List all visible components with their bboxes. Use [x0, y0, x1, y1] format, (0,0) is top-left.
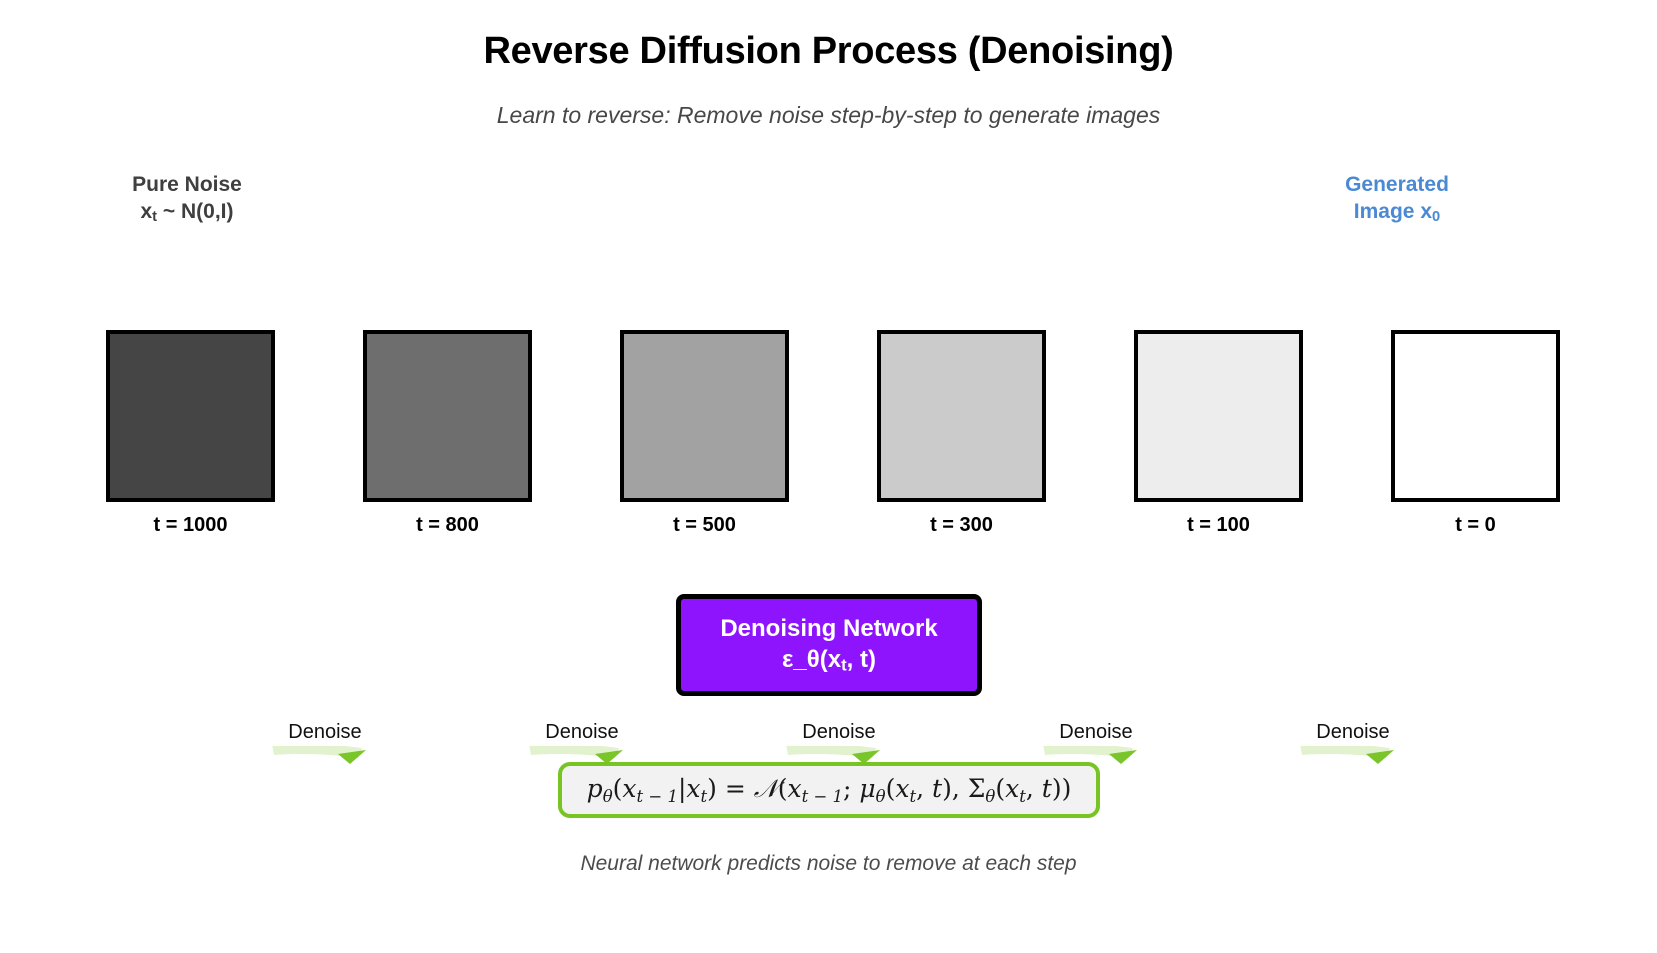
eq-x-4: x: [895, 774, 910, 804]
diffusion-timeline: t = 1000 t = 800 t = 500 t = 300 t = 100 t = …: [0, 330, 1657, 764]
page-subtitle: Learn to reverse: Remove noise step-by-s…: [496, 102, 1161, 128]
eq-mu: μ: [859, 774, 876, 804]
pure-noise-subscript: t: [152, 209, 158, 226]
eq-sub-4: t: [909, 786, 917, 806]
timestep-label-300: t = 300: [930, 514, 993, 536]
eq-open-2: (: [777, 774, 788, 804]
eq-close-3: )): [1051, 774, 1072, 804]
net-formula-subscript: t: [841, 656, 847, 676]
net-formula-suffix: , t): [846, 646, 876, 674]
eq-comma-1: ,: [916, 774, 933, 804]
arrow-icon: [1300, 743, 1394, 764]
eq-open-3: (: [885, 774, 896, 804]
net-formula-prefix: ε_θ(x: [782, 646, 842, 674]
eq-x-3: x: [787, 774, 802, 804]
eq-p: p: [586, 774, 603, 804]
eq-t-1: t: [932, 774, 943, 804]
denoise-arrow-5: Denoise: [1294, 720, 1412, 780]
denoise-arrow-label: Denoise: [1294, 720, 1412, 746]
denoising-network-title: Denoising Network: [720, 614, 938, 642]
noise-swatch-800: [363, 330, 532, 502]
denoising-network-box[interactable]: Denoising Network ε_θ(xt, t): [676, 594, 982, 696]
denoise-arrow-label: Denoise: [780, 720, 898, 746]
arrow-icon: [1043, 743, 1137, 764]
eq-sub-1: t − 1: [636, 786, 678, 806]
noise-swatch-1000: [106, 330, 275, 502]
eq-sub-3: t − 1: [801, 786, 844, 806]
eq-sigma: Σ: [967, 774, 986, 804]
eq-open-1: (: [612, 774, 623, 804]
noise-swatch-100: [1134, 330, 1303, 502]
denoise-arrow-4: Denoise: [1037, 720, 1155, 780]
generated-line2: Image x0: [1262, 199, 1532, 227]
footer-caption: Neural network predicts noise to remove …: [580, 852, 1077, 875]
timestep-1000: t = 1000: [106, 330, 275, 537]
eq-theta-2: θ: [875, 786, 886, 806]
eq-comma-2: ,: [1025, 774, 1042, 804]
pure-noise-label: Pure Noise xt ~ N(0,I): [52, 172, 322, 227]
timestep-800: t = 800: [363, 330, 532, 537]
generated-line1: Generated: [1345, 173, 1449, 196]
denoise-arrow-label: Denoise: [1037, 720, 1155, 746]
noise-swatch-300: [877, 330, 1046, 502]
eq-equals: =: [716, 774, 754, 804]
denoise-arrow-1: Denoise: [266, 720, 384, 780]
eq-x-5: x: [1005, 774, 1020, 804]
timestep-label-800: t = 800: [416, 514, 479, 536]
timestep-0: t = 0: [1391, 330, 1560, 537]
pure-noise-line2: xt ~ N(0,I): [52, 199, 322, 227]
generated-x: Image x: [1353, 199, 1433, 223]
eq-close-1: ): [707, 774, 717, 804]
eq-x-1: x: [622, 774, 637, 804]
eq-sub-5: t: [1019, 786, 1026, 806]
eq-x-2: x: [686, 774, 701, 804]
reverse-process-equation: pθ(xt − 1|xt) = 𝒩(xt − 1; μθ(xt, t), Σθ(…: [558, 762, 1100, 818]
eq-semicolon: ;: [843, 774, 860, 804]
arrow-icon: [786, 743, 880, 764]
eq-bar: |: [677, 774, 687, 804]
timestep-label-1000: t = 1000: [153, 514, 228, 536]
timestep-100: t = 100: [1134, 330, 1303, 537]
timestep-label-500: t = 500: [673, 514, 736, 536]
noise-swatch-500: [620, 330, 789, 502]
timestep-label-0: t = 0: [1455, 514, 1496, 536]
pure-noise-dist: ~ N(0,I): [157, 199, 234, 223]
denoise-arrow-3: Denoise: [780, 720, 898, 780]
eq-t-2: t: [1041, 774, 1052, 804]
eq-close-2: ),: [942, 774, 968, 804]
timestep-label-100: t = 100: [1187, 514, 1250, 536]
eq-normal-dist: 𝒩: [753, 774, 778, 804]
eq-theta-3: θ: [985, 786, 996, 806]
denoise-arrow-label: Denoise: [523, 720, 641, 746]
eq-sub-2: t: [700, 786, 708, 806]
generated-image-label: Generated Image x0: [1262, 172, 1532, 227]
denoise-arrow-2: Denoise: [523, 720, 641, 780]
pure-noise-line1: Pure Noise: [132, 173, 242, 196]
eq-theta-1: θ: [602, 786, 613, 806]
timestep-300: t = 300: [877, 330, 1046, 537]
denoise-arrow-label: Denoise: [266, 720, 384, 746]
generated-subscript: 0: [1432, 209, 1441, 226]
equation-content: pθ(xt − 1|xt) = 𝒩(xt − 1; μθ(xt, t), Σθ(…: [587, 774, 1072, 806]
timestep-500: t = 500: [620, 330, 789, 537]
eq-open-4: (: [995, 774, 1006, 804]
page-title: Reverse Diffusion Process (Denoising): [483, 30, 1174, 72]
denoising-network-formula: ε_θ(xt, t): [782, 644, 876, 677]
noise-swatch-0: [1391, 330, 1560, 502]
pure-noise-x: x: [140, 199, 153, 223]
arrow-icon: [272, 743, 366, 764]
arrow-icon: [529, 743, 623, 764]
